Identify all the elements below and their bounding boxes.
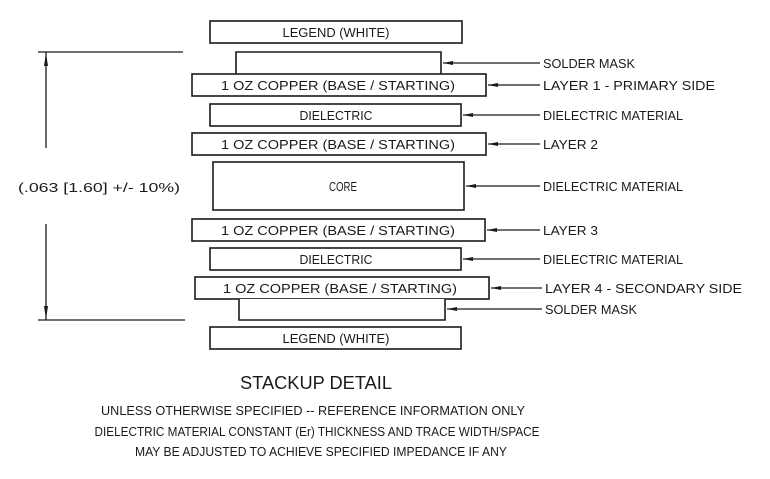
copper-layer-3-label: 1 OZ COPPER (BASE / STARTING) — [221, 223, 455, 238]
thickness-dimension-label: (.063 [1.60] +/- 10%) — [18, 180, 180, 195]
callout-solder-mask-top: SOLDER MASK — [543, 56, 635, 71]
callout-layer-4: LAYER 4 - SECONDARY SIDE — [545, 281, 742, 296]
dielectric-2-box — [209, 247, 462, 271]
note-line-2: DIELECTRIC MATERIAL CONSTANT (Er) THICKN… — [95, 424, 540, 439]
copper-layer-2-label: 1 OZ COPPER (BASE / STARTING) — [221, 137, 455, 152]
callout-layer-3: LAYER 3 — [543, 223, 598, 238]
callout-solder-mask-bottom: SOLDER MASK — [545, 302, 637, 317]
copper-layer-4-label: 1 OZ COPPER (BASE / STARTING) — [223, 281, 457, 296]
dielectric-1-box — [209, 103, 462, 127]
legend-top-label: LEGEND (WHITE) — [283, 25, 390, 40]
legend-bottom-label: LEGEND (WHITE) — [283, 331, 390, 346]
dimension-arrow-up-icon — [44, 53, 48, 66]
drawing-title: STACKUP DETAIL — [240, 373, 392, 393]
callout-dielectric-2: DIELECTRIC MATERIAL — [543, 252, 683, 267]
callout-leaders — [443, 61, 542, 311]
dimension-arrow-down-icon — [44, 306, 48, 319]
solder-mask-top — [235, 51, 442, 74]
legend-top-box — [209, 20, 463, 44]
callout-layer-2: LAYER 2 — [543, 137, 598, 152]
note-line-3: MAY BE ADJUSTED TO ACHIEVE SPECIFIED IMP… — [135, 444, 507, 459]
thickness-dimension — [38, 51, 185, 321]
copper-layer-1-box — [191, 73, 487, 97]
copper-layer-3-box — [191, 218, 486, 242]
dielectric-2-label: DIELECTRIC — [300, 252, 373, 267]
core-label: CORE — [329, 179, 357, 194]
callout-layer-1: LAYER 1 - PRIMARY SIDE — [543, 78, 715, 93]
callout-dielectric-1: DIELECTRIC MATERIAL — [543, 108, 683, 123]
dielectric-1-label: DIELECTRIC — [300, 108, 373, 123]
legend-bottom-box — [209, 326, 462, 350]
solder-mask-bottom — [238, 299, 446, 321]
copper-layer-2-box — [191, 132, 487, 156]
callout-core-dielectric: DIELECTRIC MATERIAL — [543, 179, 683, 194]
core-box — [212, 161, 465, 211]
note-line-1: UNLESS OTHERWISE SPECIFIED -- REFERENCE … — [101, 403, 525, 418]
copper-layer-1-label: 1 OZ COPPER (BASE / STARTING) — [221, 78, 455, 93]
